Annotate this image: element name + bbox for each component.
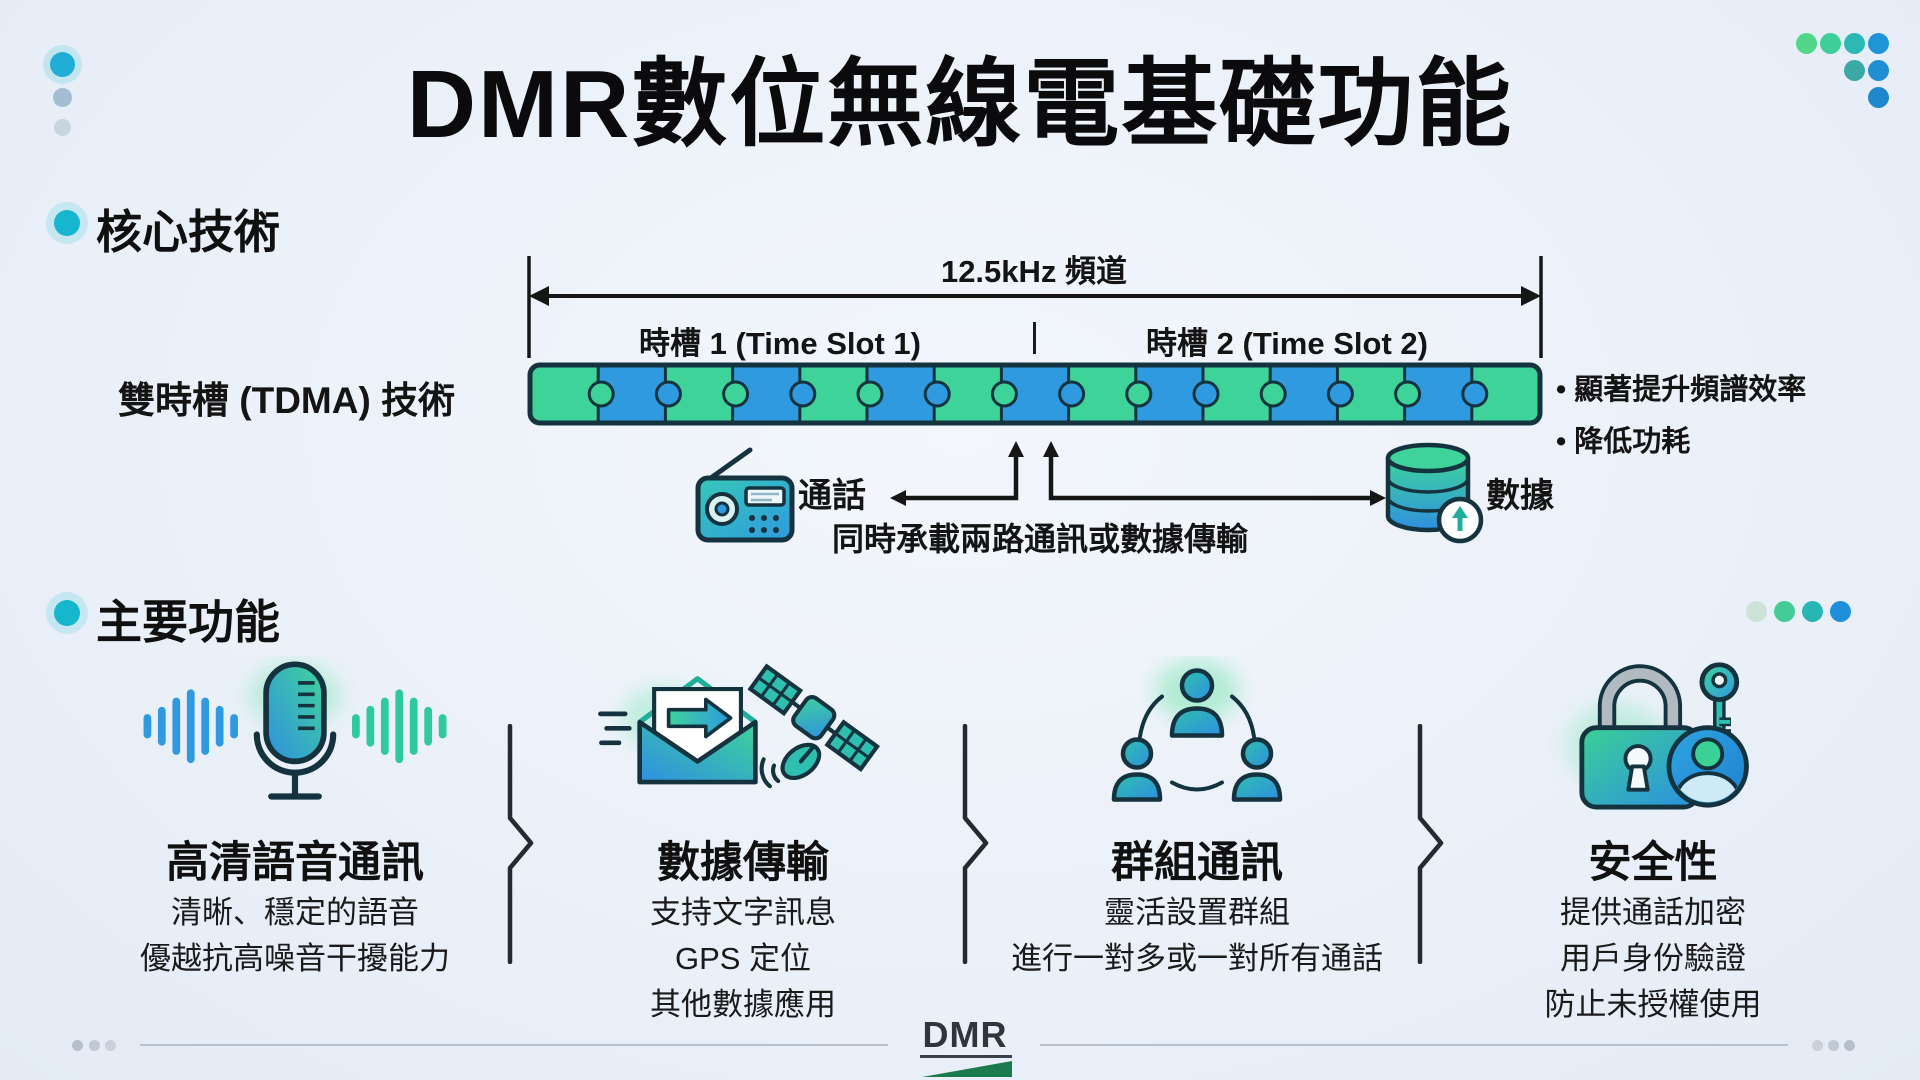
feature-line: GPS 定位 bbox=[674, 941, 812, 976]
microphone-icon bbox=[80, 652, 510, 814]
feature-line: 用戶身份驗證 bbox=[1560, 941, 1746, 976]
feature-group: 群組通訊 靈活設置群組 進行一對多或一對所有通話 bbox=[982, 652, 1412, 982]
channel-width-label: 12.5kHz 頻道 bbox=[940, 254, 1128, 289]
database-icon bbox=[1385, 442, 1484, 544]
benefit-line: • 降低功耗 bbox=[1556, 426, 1691, 458]
decor-dot bbox=[1844, 60, 1865, 81]
bullet-dot-icon bbox=[54, 210, 80, 236]
feature-line: 其他數據應用 bbox=[650, 987, 836, 1022]
feature-security: 安全性 提供通話加密 用戶身份驗證 防止未授權使用 bbox=[1438, 652, 1868, 1028]
dmr-logo: DMR bbox=[922, 1014, 1008, 1055]
decor-dot bbox=[1868, 33, 1889, 54]
features-heading: 主要功能 bbox=[96, 596, 280, 648]
decor-dot bbox=[1796, 33, 1817, 54]
decor-dot bbox=[1820, 33, 1841, 54]
decor-dot bbox=[105, 1040, 116, 1051]
column-divider bbox=[962, 724, 989, 964]
decor-dot bbox=[1868, 60, 1889, 81]
feature-line: 優越抗高噪音干擾能力 bbox=[140, 941, 450, 976]
decor-dot bbox=[1812, 1040, 1823, 1051]
feature-title: 數據傳輸 bbox=[657, 839, 829, 887]
decor-dot bbox=[1844, 33, 1865, 54]
column-divider bbox=[1417, 724, 1444, 964]
footer-rule-right bbox=[1040, 1044, 1788, 1046]
feature-data: 數據傳輸 支持文字訊息 GPS 定位 其他數據應用 bbox=[528, 652, 958, 1028]
decor-dot bbox=[53, 88, 72, 107]
feature-line: 支持文字訊息 bbox=[650, 895, 836, 930]
voice-label: 通話 bbox=[798, 477, 866, 515]
page-title: DMR數位無線電基礎功能 bbox=[406, 51, 1514, 158]
feature-title: 高清語音通訊 bbox=[166, 839, 424, 887]
feature-line: 提供通話加密 bbox=[1560, 895, 1746, 930]
feature-title: 群組通訊 bbox=[1111, 839, 1283, 887]
decor-dot bbox=[54, 119, 71, 136]
feature-line: 進行一對多或一對所有通話 bbox=[1011, 941, 1383, 976]
feature-line: 靈活設置群組 bbox=[1104, 895, 1290, 930]
group-icon bbox=[982, 652, 1412, 814]
tdma-caption: 同時承載兩路通訊或數據傳輸 bbox=[831, 521, 1248, 557]
benefit-line: • 顯著提升頻譜效率 bbox=[1556, 374, 1807, 406]
radio-icon bbox=[695, 447, 795, 543]
decor-dot bbox=[1746, 601, 1767, 622]
feature-line: 防止未授權使用 bbox=[1544, 987, 1762, 1022]
channel-span-arrow bbox=[527, 256, 1543, 358]
footer-rule-left bbox=[140, 1044, 888, 1046]
core-tech-heading: 核心技術 bbox=[96, 206, 280, 258]
decor-dot bbox=[89, 1040, 100, 1051]
slot2-label: 時槽 2 (Time Slot 2) bbox=[1146, 326, 1428, 361]
lock-key-icon bbox=[1438, 652, 1868, 814]
decor-dot bbox=[1774, 601, 1795, 622]
bullet-dot-icon bbox=[54, 600, 80, 626]
decor-dot bbox=[1802, 601, 1823, 622]
feature-line: 清晰、穩定的語音 bbox=[171, 895, 419, 930]
decor-dot bbox=[50, 52, 75, 77]
tdma-timeslot-bar bbox=[527, 362, 1543, 426]
slot1-label: 時槽 1 (Time Slot 1) bbox=[639, 326, 921, 361]
column-divider bbox=[507, 724, 534, 964]
decor-dot bbox=[1830, 601, 1851, 622]
dmr-logo-swoosh-icon bbox=[922, 1061, 1012, 1077]
decor-dot bbox=[1868, 87, 1889, 108]
slot-usage-arrows bbox=[890, 441, 1386, 506]
data-label: 數據 bbox=[1486, 477, 1554, 515]
slot-divider bbox=[1033, 322, 1036, 354]
tdma-benefits: • 顯著提升頻譜效率 • 降低功耗 bbox=[1556, 364, 1806, 468]
dmr-logo-underline bbox=[920, 1055, 1012, 1058]
tdma-row-label: 雙時槽 (TDMA) 技術 bbox=[118, 380, 456, 421]
message-satellite-icon bbox=[528, 652, 958, 814]
decor-dot bbox=[72, 1040, 83, 1051]
feature-title: 安全性 bbox=[1588, 839, 1718, 887]
feature-voice: 高清語音通訊 清晰、穩定的語音 優越抗高噪音干擾能力 bbox=[80, 652, 510, 982]
decor-dot bbox=[1828, 1040, 1839, 1051]
decor-dot bbox=[1844, 1040, 1855, 1051]
